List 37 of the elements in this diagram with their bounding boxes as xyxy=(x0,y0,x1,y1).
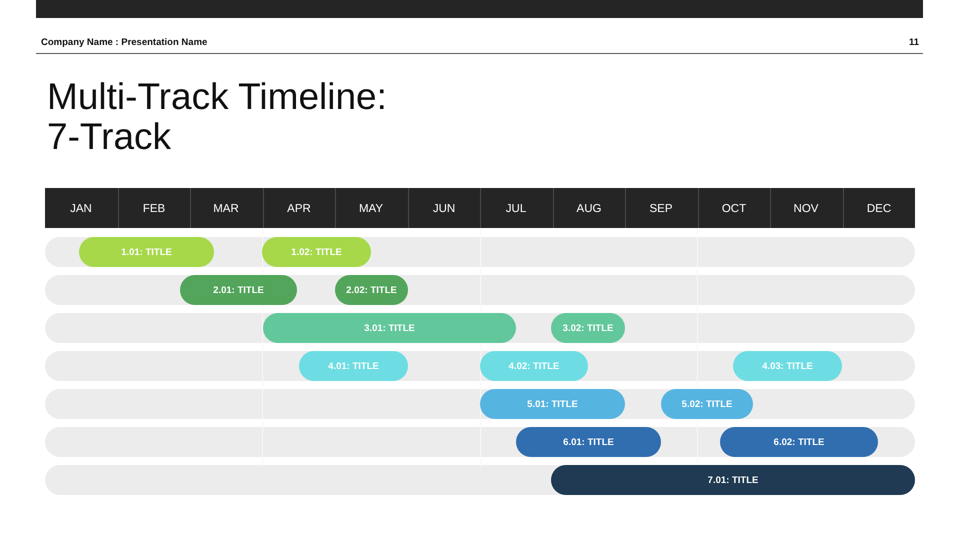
task-bar: 2.01: TITLE xyxy=(180,275,297,305)
track-lane xyxy=(45,389,915,419)
task-bar: 5.01: TITLE xyxy=(480,389,625,419)
task-bar: 7.01: TITLE xyxy=(551,465,915,495)
month-label: APR xyxy=(286,202,312,216)
month-label: OCT xyxy=(720,202,748,216)
track-lane xyxy=(45,313,915,343)
top-banner xyxy=(36,0,923,18)
month-label: FEB xyxy=(142,202,166,216)
track-lane xyxy=(45,427,915,457)
task-bar: 2.02: TITLE xyxy=(335,275,408,305)
task-bar: 6.01: TITLE xyxy=(516,427,661,457)
task-bar: 4.02: TITLE xyxy=(480,351,588,381)
task-bar: 1.02: TITLE xyxy=(262,237,371,267)
month-label: DEC xyxy=(866,202,892,216)
page-number: 11 xyxy=(908,37,919,48)
month-label: NOV xyxy=(792,202,820,216)
track-lane xyxy=(45,275,915,305)
header-text: Company Name : Presentation Name xyxy=(41,37,208,48)
task-bar: 1.01: TITLE xyxy=(79,237,214,267)
month-label: AUG xyxy=(576,202,602,216)
slide-title: Multi-Track Timeline: 7-Track xyxy=(47,77,388,157)
track-lane xyxy=(45,465,915,495)
month-label: JAN xyxy=(69,202,93,216)
task-bar: 3.02: TITLE xyxy=(551,313,625,343)
task-bar: 3.01: TITLE xyxy=(263,313,516,343)
task-bar: 5.02: TITLE xyxy=(661,389,753,419)
task-bar: 4.03: TITLE xyxy=(733,351,842,381)
task-bar: 4.01: TITLE xyxy=(299,351,408,381)
month-label: MAY xyxy=(358,202,384,216)
track-lane xyxy=(45,351,915,381)
month-label: MAR xyxy=(212,202,240,216)
month-label: JUL xyxy=(504,202,528,216)
month-label: JUN xyxy=(432,202,456,216)
month-label: SEP xyxy=(648,202,674,216)
track-lane xyxy=(45,237,915,267)
task-bar: 6.02: TITLE xyxy=(720,427,878,457)
